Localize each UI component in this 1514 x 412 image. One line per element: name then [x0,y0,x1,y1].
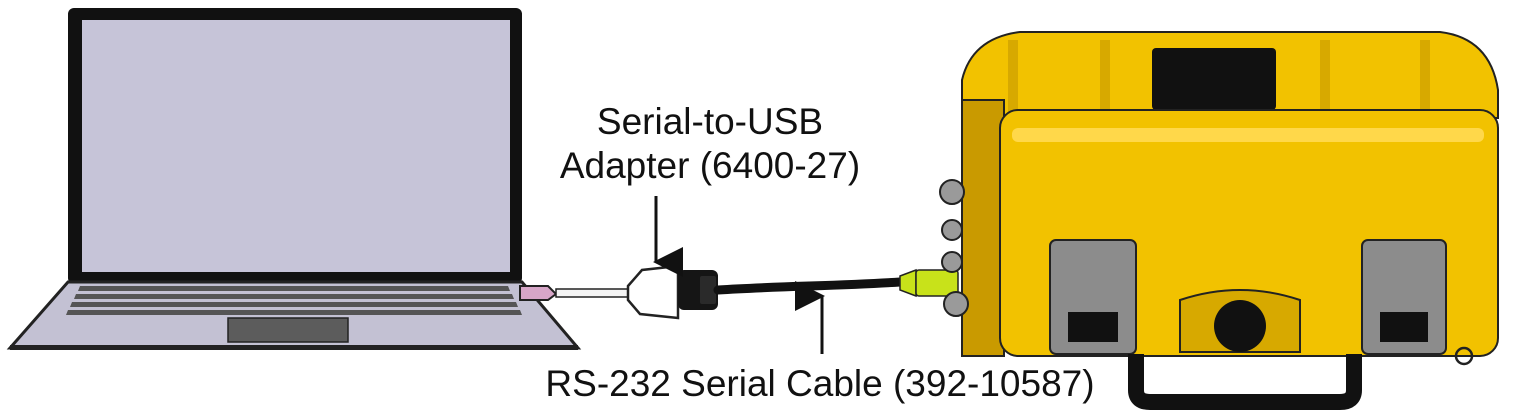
lid-rib [1420,40,1430,120]
case-side-panel [961,99,1005,357]
usb-plug [519,285,558,301]
serial-usb-adapter [626,264,718,320]
side-port [941,219,963,241]
right-latch-slot [1380,312,1428,342]
lanyard-ring [1454,346,1474,366]
adapter-label: Serial-to-USB Adapter (6400-27) [520,100,900,188]
keyboard-row [74,294,514,299]
side-port [941,251,963,273]
side-port [943,291,969,317]
keyboard-row [78,286,510,291]
laptop-screen [82,20,510,272]
side-port [939,179,965,205]
left-latch-slot [1068,312,1118,342]
handle-pivot [1214,300,1266,352]
body-highlight [1012,128,1484,142]
keyboard-row [66,310,522,315]
yellow-case [939,31,1499,410]
usb-cable [555,288,629,298]
adapter-label-line1: Serial-to-USB [596,101,824,142]
green-connector [899,268,959,298]
adapter-label-line2: Adapter (6400-27) [559,145,861,186]
laptop-base-edge [10,345,578,350]
laptop-illustration [6,8,582,350]
laptop-touchpad [227,317,349,343]
cable-label: RS-232 Serial Cable (392-10587) [545,363,1095,404]
keyboard-row [70,302,518,307]
case-handle [1128,354,1362,410]
lid-rib [1320,40,1330,120]
rs232-cable [713,277,905,295]
lid-window [1152,48,1276,110]
lid-rib [1100,40,1110,120]
connector-body [915,269,959,297]
lid-rib [1008,40,1018,120]
connector-collar [899,268,917,298]
db9-connector-shell [700,276,716,304]
adapter-body [626,264,680,320]
